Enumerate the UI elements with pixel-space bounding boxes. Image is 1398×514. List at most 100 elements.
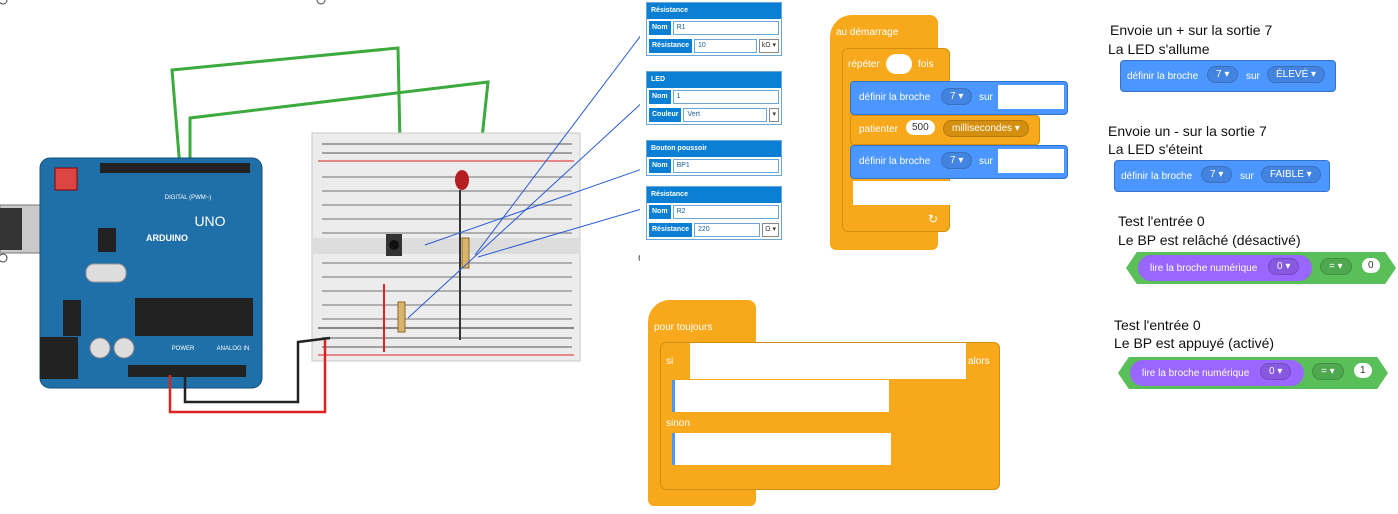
compare-value-input[interactable]: 0 <box>1362 258 1380 273</box>
if-label: si <box>666 356 674 367</box>
level-dropdown[interactable]: ÉLEVÉ ▾ <box>1267 66 1326 83</box>
pin-dropdown[interactable]: 0 ▾ <box>1260 363 1292 380</box>
else-slot[interactable] <box>672 433 891 465</box>
annotation-arrows <box>407 35 640 319</box>
set-pin-block-2[interactable]: définir la broche 7 ▾ sur <box>850 145 1068 179</box>
wait-label: patienter <box>859 124 898 135</box>
panel-title: LED <box>647 72 781 88</box>
selection-handle[interactable] <box>316 0 326 5</box>
field-label: Couleur <box>649 108 682 122</box>
sur-label: sur <box>1240 171 1254 182</box>
pin-dropdown[interactable]: 7 ▾ <box>941 152 973 169</box>
start-hat-label: au démarrage <box>836 27 899 38</box>
repeat-label: répéter <box>848 59 880 70</box>
usb-cable <box>0 208 22 250</box>
led[interactable] <box>455 170 469 190</box>
wait-block[interactable]: patienter 500 millisecondes ▾ <box>850 115 1040 145</box>
note-1-line-1: Envoie un + sur la sortie 7 <box>1110 22 1273 38</box>
pin-dropdown[interactable]: 0 ▾ <box>1268 258 1300 275</box>
resistor-r2[interactable] <box>397 301 406 333</box>
compare-value-input[interactable]: 1 <box>1354 363 1372 378</box>
field-label: Résistance <box>649 39 692 53</box>
set-pin-label: définir la broche <box>1121 171 1193 182</box>
set-pin-high-block[interactable]: définir la broche 7 ▾ sur ÉLEVÉ ▾ <box>1120 60 1336 92</box>
selection-handle[interactable] <box>0 253 8 263</box>
resistance-field[interactable]: 220 <box>693 223 761 237</box>
set-pin-block-1[interactable]: définir la broche 7 ▾ sur <box>850 81 1068 115</box>
set-pin-label: définir la broche <box>859 156 931 167</box>
sur-label: sur <box>979 156 993 167</box>
compare-pressed-block[interactable]: lire la broche numérique 0 ▾ = ▾ 1 <box>1118 357 1388 389</box>
pin-dropdown[interactable]: 7 ▾ <box>1207 66 1239 83</box>
set-pin-low-block[interactable]: définir la broche 7 ▾ sur FAIBLE ▾ <box>1114 160 1330 192</box>
resistor-r1[interactable] <box>461 237 470 269</box>
name-field[interactable]: 1 <box>672 90 779 104</box>
field-label: Nom <box>649 90 671 104</box>
unit-select[interactable]: Ω ▾ <box>762 223 779 237</box>
wait-unit-dropdown[interactable]: millisecondes ▾ <box>943 120 1029 137</box>
else-label: sinon <box>666 418 690 429</box>
name-field[interactable]: R2 <box>672 205 779 219</box>
repeat-count-input[interactable] <box>886 54 912 74</box>
name-field[interactable]: R1 <box>672 21 779 35</box>
breadboard[interactable] <box>311 132 581 362</box>
read-pin-label: lire la broche numérique <box>1142 368 1250 379</box>
selection-handle[interactable] <box>0 0 8 5</box>
arduino-power-label: POWER <box>172 346 195 352</box>
selection-handle[interactable] <box>638 254 640 262</box>
note-4-line-1: Test l'entrée 0 <box>1114 317 1201 333</box>
then-slot[interactable] <box>672 380 889 412</box>
read-pin-block[interactable] <box>1138 255 1312 281</box>
pin-dropdown[interactable]: 7 ▾ <box>1201 166 1233 183</box>
note-3-line-2: Le BP est relâché (désactivé) <box>1118 232 1301 248</box>
arduino-digital-label: DIGITAL (PWM~) <box>165 195 212 201</box>
arduino-brand-label: ARDUINO <box>146 233 188 243</box>
arduino-board[interactable] <box>39 157 263 389</box>
read-pin-block[interactable] <box>1130 360 1304 386</box>
condition-slot[interactable] <box>690 343 966 379</box>
wait-value-input[interactable]: 500 <box>906 120 935 135</box>
compare-released-block[interactable]: lire la broche numérique 0 ▾ = ▾ 0 <box>1126 252 1396 284</box>
repeat-suffix: fois <box>918 59 934 70</box>
field-label: Nom <box>649 159 671 173</box>
wire-red[interactable] <box>168 340 327 414</box>
empty-block-slot[interactable] <box>853 181 1037 205</box>
color-dropdown[interactable]: ▾ <box>769 108 779 122</box>
field-label: Nom <box>649 205 671 219</box>
level-dropdown[interactable]: FAIBLE ▾ <box>1261 166 1321 183</box>
forever-hat-label: pour toujours <box>654 322 713 333</box>
name-field[interactable]: BP1 <box>672 159 779 173</box>
sur-label: sur <box>1246 71 1260 82</box>
color-select[interactable]: Vert <box>683 108 768 122</box>
field-label: Nom <box>649 21 671 35</box>
wire-black[interactable] <box>183 336 331 404</box>
arduino-model-label: UNO <box>194 213 225 229</box>
circuit-canvas[interactable]: DIGITAL (PWM~) ARDUINO UNO POWER ANALOG … <box>0 0 640 514</box>
unit-select[interactable]: kΩ ▾ <box>758 39 779 53</box>
push-button-cap <box>389 240 399 250</box>
note-2-line-1: Envoie un - sur la sortie 7 <box>1108 123 1267 139</box>
empty-value-slot[interactable] <box>998 149 1064 173</box>
note-3-line-1: Test l'entrée 0 <box>1118 213 1205 229</box>
pin-dropdown[interactable]: 7 ▾ <box>941 88 973 105</box>
note-2-line-2: La LED s'éteint <box>1108 141 1203 157</box>
field-label: Résistance <box>649 223 692 237</box>
set-pin-label: définir la broche <box>1127 71 1199 82</box>
then-label: alors <box>968 356 990 367</box>
operator-dropdown[interactable]: = ▾ <box>1320 258 1352 275</box>
set-pin-label: définir la broche <box>859 92 931 103</box>
panel-title: Résistance <box>647 187 781 203</box>
read-pin-label: lire la broche numérique <box>1150 263 1258 274</box>
arduino-analog-label: ANALOG IN <box>217 346 250 352</box>
resistance-field[interactable]: 10 <box>693 39 757 53</box>
panel-title: Résistance <box>647 3 781 19</box>
panel-title: Bouton poussoir <box>647 141 781 157</box>
note-4-line-2: Le BP est appuyé (activé) <box>1114 335 1275 351</box>
empty-value-slot[interactable] <box>998 85 1064 109</box>
loop-arrow-icon: ↻ <box>928 212 939 226</box>
operator-dropdown[interactable]: = ▾ <box>1312 363 1344 380</box>
